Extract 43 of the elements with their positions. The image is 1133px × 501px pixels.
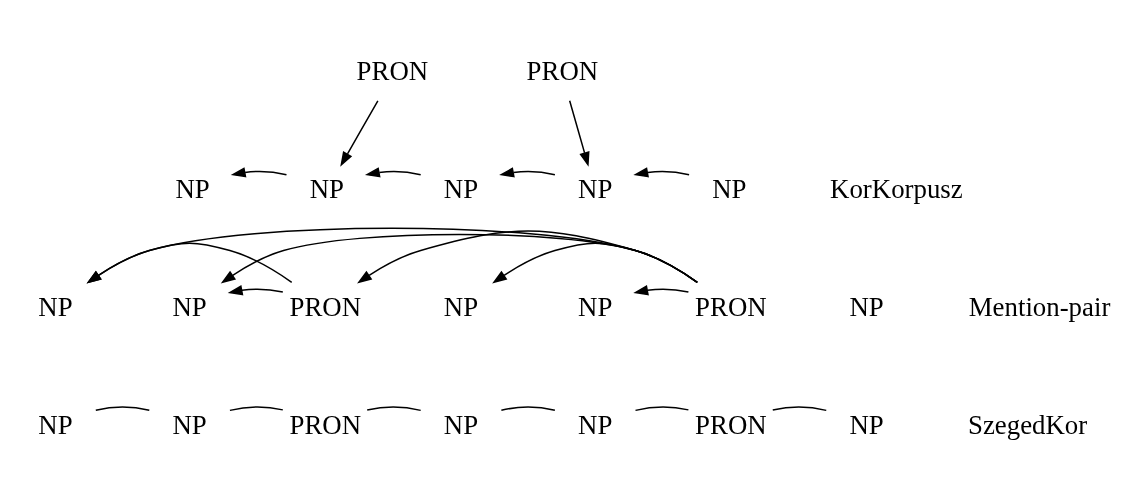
arrow [492,242,699,284]
node-text: PRON [526,56,599,87]
node-text: PRON [289,409,362,440]
arrow [227,285,284,296]
connector [772,406,827,412]
node-text: NP [172,409,207,440]
label: Mention-pair [968,291,1111,322]
connector [634,406,690,412]
label: KorKorpusz [830,174,963,205]
arrow [220,233,699,284]
label: SzegedKor [968,409,1088,440]
arrow [568,100,590,167]
node-text: NP [309,174,344,205]
arrow [230,167,288,178]
node-text: NP [443,174,479,205]
node-text: NP [443,291,479,322]
arrow [499,167,556,178]
arrow [357,230,699,284]
node-text: NP [712,174,747,205]
connector [366,406,422,412]
arrow [86,227,699,284]
node-text: PRON [695,409,767,440]
node-text: PRON [356,56,429,87]
node-text: NP [578,409,613,440]
node-text: NP [578,174,613,205]
node-text: PRON [695,291,767,322]
arrow [633,285,690,296]
node-text: NP [849,409,884,440]
node-text: NP [172,291,207,322]
arrow [86,242,293,284]
arrow [633,167,690,178]
connector [229,406,284,412]
node-text: PRON [289,291,362,322]
node-text: NP [38,409,73,440]
connector [95,406,151,411]
node-text: NP [175,174,210,205]
node-text: NP [38,291,73,322]
arrow [364,167,422,178]
node-text: NP [443,409,479,440]
connector [500,406,556,411]
arrow [340,100,379,167]
node-text: NP [578,291,613,322]
node-text: NP [849,291,884,322]
